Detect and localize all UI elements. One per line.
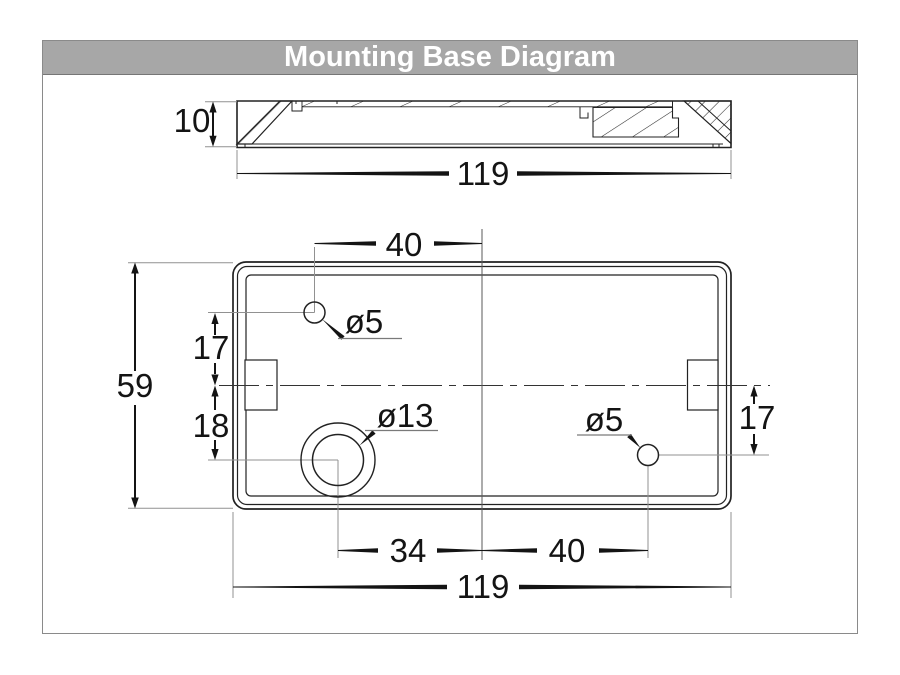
side-view-right-wall-inner-line: [697, 100, 732, 148]
dim-top-hole-offset: 40: [386, 226, 423, 263]
arrow-up: [211, 385, 219, 397]
dim-side-thickness: 10: [174, 102, 211, 139]
page-title: Mounting Base Diagram: [284, 41, 616, 73]
arrow-up: [750, 385, 758, 397]
dim-line-top40-left: [314, 241, 376, 246]
side-view: 10 119: [174, 100, 732, 192]
ext-lines-large-hole: [208, 459, 339, 558]
side-view-boss-notch: [579, 107, 589, 119]
ext-lines-thickness: [205, 101, 237, 148]
leader-top-hole: [322, 319, 345, 340]
label-large-hole-diameter: ø13: [377, 397, 434, 434]
top-small-hole: [303, 301, 326, 324]
large-hole-boss: [300, 422, 376, 498]
label-right-hole-diameter: ø5: [585, 401, 624, 438]
side-view-boss-section: [592, 106, 680, 138]
ext-lines-width: [128, 262, 233, 509]
arrow-up: [209, 101, 217, 113]
arrow-down: [211, 374, 219, 386]
large-hole: [311, 433, 365, 487]
ext-lines-right-hole: [647, 454, 769, 558]
arrow-down: [750, 444, 758, 455]
plan-view: 40 ø5 59 17 18 ø13: [117, 226, 776, 605]
right-small-hole: [636, 443, 660, 467]
diagram-frame: Mounting Base Diagram: [42, 40, 858, 634]
arrow-down: [131, 497, 139, 509]
side-view-left-step: [291, 101, 303, 112]
dim-line-length-right: [519, 584, 731, 590]
side-view-right-wall-section: [682, 100, 732, 145]
arrow-up: [131, 262, 139, 274]
arrow-down: [209, 135, 217, 147]
leader-right-hole: [627, 433, 641, 448]
dim-overall-width: 59: [117, 367, 154, 404]
dim-large-hole-offset: 34: [390, 532, 427, 569]
dim-centerline-to-large-hole: 18: [193, 407, 230, 444]
dim-line-side-length-left: [237, 171, 449, 176]
side-view-skin-ticks: [295, 101, 673, 108]
dim-line-34-right: [437, 548, 482, 553]
dim-right-hole-offset: 40: [549, 532, 586, 569]
dim-line-34-left: [338, 548, 378, 553]
leader-large-hole: [359, 430, 376, 446]
ext-lines-side-length: [236, 150, 732, 179]
dim-line-top40-right: [434, 241, 482, 246]
dim-side-length: 119: [457, 155, 510, 192]
ext-lines-top-hole: [208, 247, 315, 313]
label-top-hole-diameter: ø5: [345, 303, 384, 340]
dim-right-hole-to-centerline: 17: [739, 399, 776, 436]
dim-line-40b-left: [482, 548, 537, 553]
ext-lines-length: [232, 512, 732, 598]
arrow-up: [211, 313, 219, 324]
dim-top-hole-to-centerline: 17: [193, 329, 230, 366]
dim-overall-length: 119: [457, 568, 510, 605]
side-view-top-skin-section: [301, 100, 673, 108]
title-bar: Mounting Base Diagram: [43, 41, 857, 75]
dim-line-length-left: [233, 584, 447, 590]
side-view-left-wall-section: [235, 100, 294, 145]
dim-line-40b-right: [599, 548, 648, 553]
dim-line-side-length-right: [517, 171, 731, 176]
arrow-down: [211, 449, 219, 460]
